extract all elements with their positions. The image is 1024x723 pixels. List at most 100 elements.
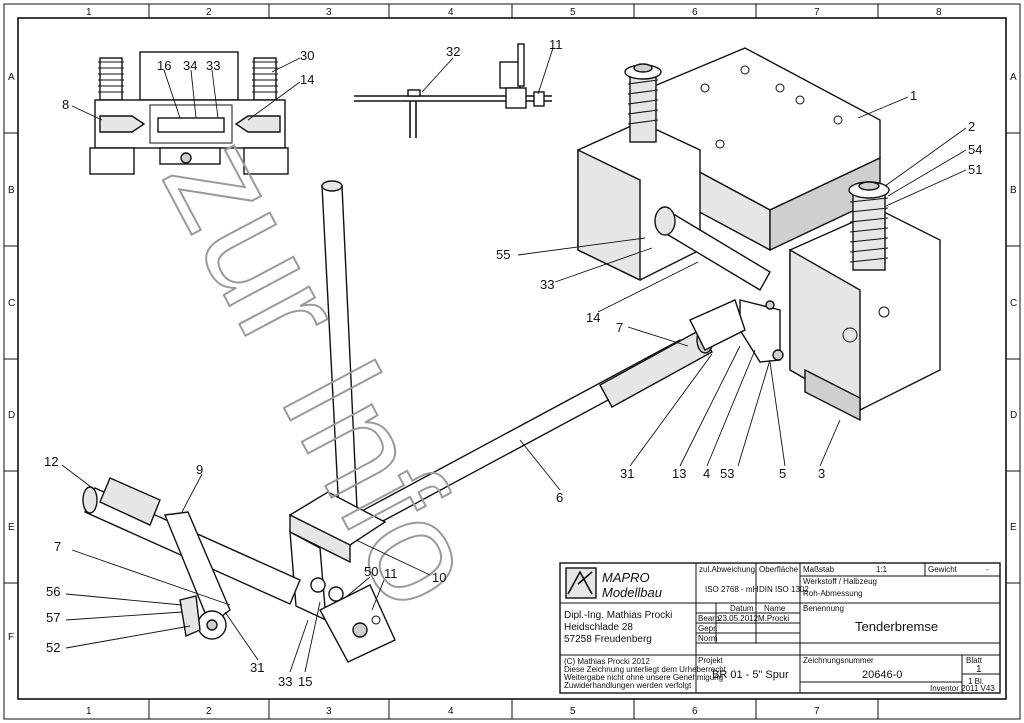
project-value: BR 01 - 5" Spur xyxy=(712,669,789,681)
mapro-logo-icon xyxy=(565,567,597,599)
copyright-line-4: Zuwiderhandlungen werden verfolgt xyxy=(564,681,692,690)
callout-31-iso: 31 xyxy=(620,466,634,481)
copyright-line-3: Weitergabe nicht ohne unsere Genehmigung xyxy=(564,673,723,682)
grid-row-d: D xyxy=(8,410,15,421)
callout-3: 3 xyxy=(818,466,825,481)
callout-13: 13 xyxy=(672,466,686,481)
copyright-line-1: (C) Mathias Procki 2012 xyxy=(564,657,650,666)
isometric-assembly xyxy=(577,47,941,422)
drawing-number-label: Zeichnungsnummer xyxy=(803,656,874,665)
callout-5: 5 xyxy=(779,466,786,481)
callout-56: 56 xyxy=(46,584,60,599)
date-column-label: Datum xyxy=(730,604,754,613)
material-label: Werkstoff / Halbzeug xyxy=(803,577,877,586)
tolerance-label: zul.Abweichung xyxy=(699,565,755,574)
row-bearb-date: 23.05.2012 xyxy=(718,614,759,623)
surface-label: Oberfläche xyxy=(759,565,799,574)
sheet-value: 1 xyxy=(976,664,982,675)
callout-14-iso: 14 xyxy=(586,310,600,325)
callout-33-front: 33 xyxy=(206,58,220,73)
callout-33-iso: 33 xyxy=(540,277,554,292)
address-line-2: Heidschlade 28 xyxy=(564,622,633,633)
grid-row-a: A xyxy=(8,72,15,83)
shaft-end-left xyxy=(654,206,676,236)
left-brake-block-face xyxy=(577,148,641,282)
sheet-label: Blatt xyxy=(966,656,983,665)
callout-12: 12 xyxy=(44,454,58,469)
brake-shoe-left xyxy=(99,115,146,133)
callout-54: 54 xyxy=(968,142,982,157)
callout-33-bottom: 33 xyxy=(278,674,292,689)
leader-lines xyxy=(61,47,967,673)
callout-32: 32 xyxy=(446,44,460,59)
side-detail-view xyxy=(354,43,552,138)
callout-57: 57 xyxy=(46,610,60,625)
callout-16: 16 xyxy=(157,58,171,73)
grid-row-b: B xyxy=(8,185,15,196)
callout-2: 2 xyxy=(968,119,975,134)
address-line-1: Dipl.-Ing. Mathias Procki xyxy=(564,610,672,621)
drawing-title: Tenderbremse xyxy=(855,619,938,634)
grid-row-c: C xyxy=(8,298,15,309)
address-line-3: 57258 Freudenberg xyxy=(564,634,652,645)
scale-value: 1:1 xyxy=(876,565,888,574)
grid-col-2: 2 xyxy=(206,7,212,18)
frame-holes xyxy=(700,65,843,149)
grid-row-e: E xyxy=(8,522,15,533)
grid-col-3-bottom: 3 xyxy=(326,706,332,717)
material-value: Roh-Abmessung xyxy=(803,589,863,598)
front-foot-left xyxy=(89,147,135,175)
front-inner-cutout xyxy=(149,104,233,144)
grid-col-6: 6 xyxy=(692,7,698,18)
callout-10: 10 xyxy=(432,570,446,585)
front-view xyxy=(89,51,289,175)
bracket-10 xyxy=(288,491,387,622)
title-block: MAPRO Modellbau Dipl.-Ing. Mathias Prock… xyxy=(559,562,1001,694)
callout-4: 4 xyxy=(703,466,710,481)
callout-55: 55 xyxy=(496,247,510,262)
grid-row-a-right: A xyxy=(1010,72,1017,83)
grid-col-1-bottom: 1 xyxy=(86,706,92,717)
callout-8: 8 xyxy=(62,97,69,112)
weight-label: Gewicht xyxy=(928,565,958,574)
person-column-label: Name xyxy=(764,604,786,613)
callout-50: 50 xyxy=(364,564,378,579)
brake-pad-3 xyxy=(804,368,861,422)
callout-15: 15 xyxy=(298,674,312,689)
name-label: Benennung xyxy=(803,604,844,613)
callout-53: 53 xyxy=(720,466,734,481)
callout-14-front: 14 xyxy=(300,72,314,87)
spring-left xyxy=(98,57,124,101)
crank-lever-9 xyxy=(164,511,231,640)
spring-right xyxy=(252,57,278,101)
callout-11-bottom: 11 xyxy=(384,566,398,581)
front-shaft xyxy=(157,117,225,133)
spring-top-left xyxy=(624,63,662,143)
grid-row-b-right: B xyxy=(1010,185,1017,196)
fork-joint-13 xyxy=(689,299,746,351)
callout-34: 34 xyxy=(183,58,197,73)
drawing-number-value: 20646-0 xyxy=(862,669,902,681)
logo-line-2: Modellbau xyxy=(602,585,662,600)
callout-11-detail: 11 xyxy=(549,37,563,52)
callout-52: 52 xyxy=(46,640,60,655)
weight-value: - xyxy=(986,565,989,574)
grid-col-4: 4 xyxy=(448,7,454,18)
grid-col-5-bottom: 5 xyxy=(570,706,576,717)
sheets-count: 1 Bl. xyxy=(968,677,984,686)
front-foot-right xyxy=(243,147,289,175)
project-label: Projekt xyxy=(698,656,724,665)
copyright-line-2: Diese Zeichnung unterliegt dem Urheberre… xyxy=(564,665,727,674)
tolerance-value: ISO 2768 - mH xyxy=(705,585,759,594)
software-note: Inventor 2011 V43 xyxy=(930,684,995,693)
grid-col-3: 3 xyxy=(326,7,332,18)
callouts: 1 2 54 51 55 33 14 7 31 13 4 53 5 3 6 10… xyxy=(44,37,982,689)
callout-1: 1 xyxy=(910,88,917,103)
pull-rod-6 xyxy=(344,299,746,537)
grid-row-c-right: C xyxy=(1010,298,1017,309)
logo-line-1: MAPRO xyxy=(602,570,650,585)
grid-reference: 1 2 3 4 5 6 7 8 1 2 3 4 5 6 7 A B C D E … xyxy=(4,4,1020,719)
scale-label: Maßstab xyxy=(803,565,835,574)
grid-col-7: 7 xyxy=(814,7,820,18)
grid-col-6-bottom: 6 xyxy=(692,706,698,717)
